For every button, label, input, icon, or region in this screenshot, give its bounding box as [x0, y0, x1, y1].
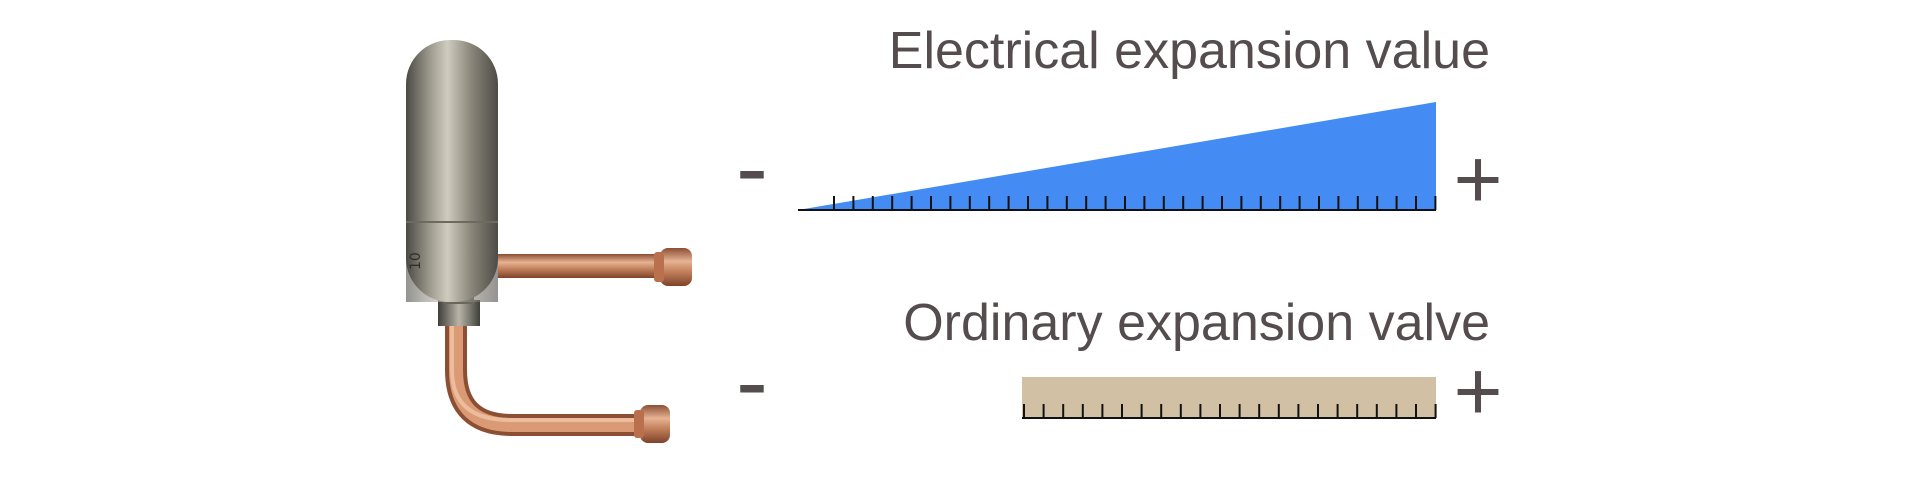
lower-pipe-end	[640, 405, 670, 443]
ordinary-section: Ordinary expansion valve - +	[736, 294, 1503, 438]
electrical-wedge	[798, 102, 1436, 210]
valve-nut	[438, 300, 480, 326]
svg-text:10: 10	[408, 252, 424, 270]
side-pipe	[498, 254, 668, 278]
electrical-scale-ticks	[833, 196, 1437, 210]
electrical-title: Electrical expansion value	[889, 22, 1490, 80]
ordinary-plus: +	[1453, 344, 1502, 438]
bent-pipe	[445, 318, 640, 436]
ordinary-minus: -	[736, 328, 768, 435]
electrical-plus: +	[1453, 132, 1502, 226]
valve-image: 10	[406, 40, 692, 443]
electrical-minus: -	[736, 114, 768, 221]
electrical-section: Electrical expansion value - +	[736, 22, 1503, 226]
side-pipe-end	[660, 248, 692, 286]
ordinary-scale-ticks	[1023, 404, 1437, 418]
ordinary-bar	[1022, 377, 1436, 418]
ordinary-title: Ordinary expansion valve	[903, 294, 1490, 352]
